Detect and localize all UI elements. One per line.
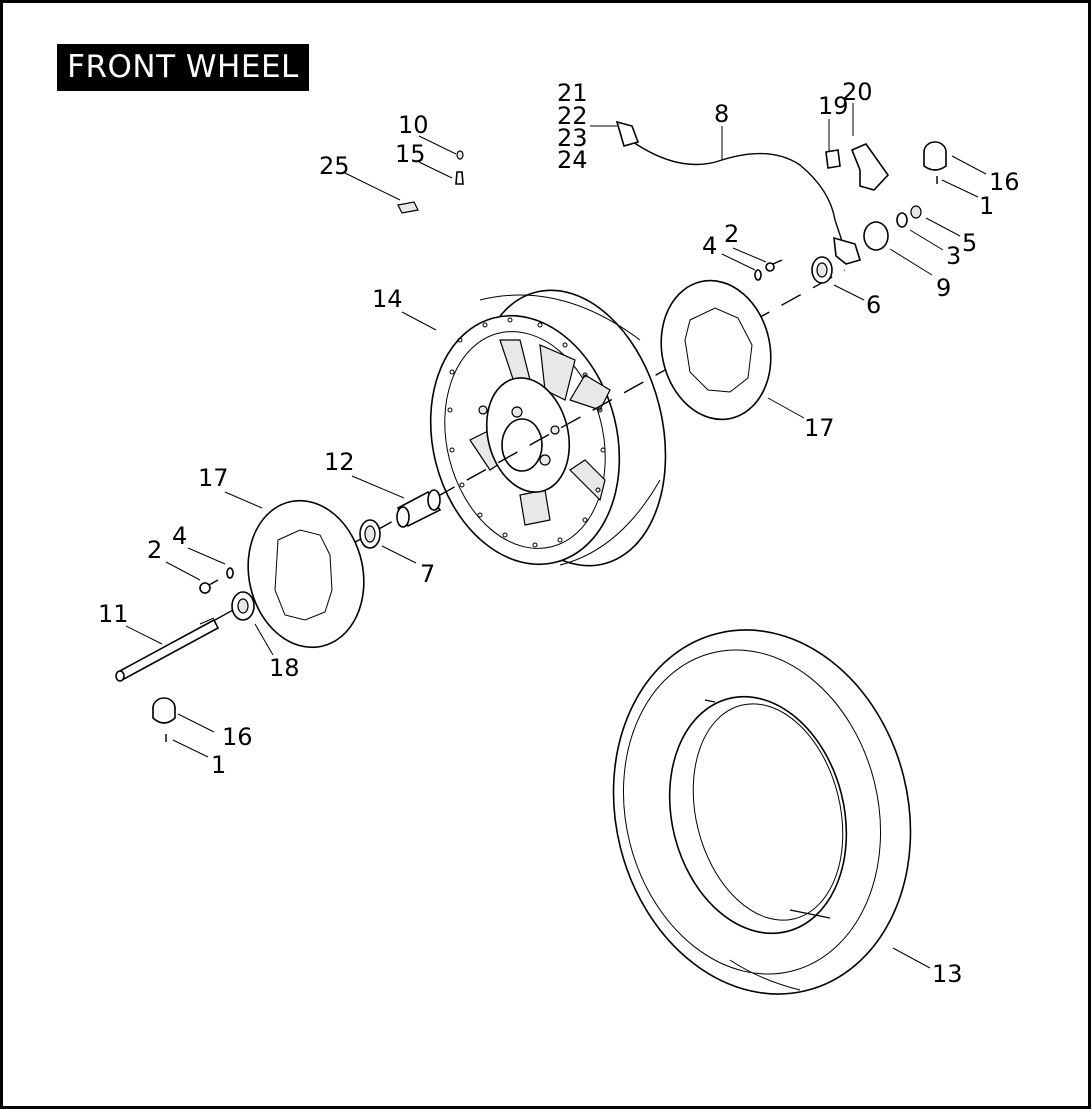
callout-25: 25	[319, 152, 350, 180]
callout-18: 18	[269, 654, 300, 682]
callout-7: 7	[420, 560, 435, 588]
bracket-19	[825, 149, 841, 169]
axle-spacer-washer	[231, 591, 255, 621]
tire	[612, 629, 912, 995]
callout-15: 15	[395, 140, 426, 168]
leader-lines	[125, 103, 987, 969]
disc-bolt-left	[199, 579, 219, 594]
callout-13: 13	[932, 960, 963, 988]
valve-stem	[455, 171, 464, 185]
callout-11: 11	[98, 600, 129, 628]
callout-1-right: 1	[979, 192, 994, 220]
callout-6: 6	[866, 291, 881, 319]
lock-washer-left	[226, 567, 234, 579]
wheel-rim	[429, 289, 667, 567]
callout-numbers: 25 10 15 21 22 23 24 8 19 20 16 1 5 3 9 …	[98, 78, 1020, 988]
callout-17-right: 17	[804, 414, 835, 442]
wheel-weight	[397, 201, 419, 214]
nut-5	[910, 205, 922, 219]
brake-disc-left	[247, 499, 365, 649]
callout-16-right: 16	[989, 168, 1020, 196]
axle-cap-left	[152, 697, 176, 724]
callout-24: 24	[557, 146, 588, 174]
callout-10: 10	[398, 111, 429, 139]
callout-20: 20	[842, 78, 873, 106]
callout-9: 9	[936, 274, 951, 302]
lock-washer-right	[754, 269, 762, 281]
callout-16-left: 16	[222, 723, 253, 751]
front-axle	[115, 617, 220, 682]
callout-1-left: 1	[211, 751, 226, 779]
wheel-bearing-right	[811, 256, 833, 284]
callout-4-left: 4	[172, 522, 187, 550]
callout-21: 21	[557, 79, 588, 107]
callout-8: 8	[714, 100, 729, 128]
callout-22: 22	[557, 102, 588, 130]
callout-2-left: 2	[147, 536, 162, 564]
callout-4-right: 4	[702, 232, 717, 260]
callout-12: 12	[324, 448, 355, 476]
callout-2-right: 2	[724, 220, 739, 248]
callout-14: 14	[372, 285, 403, 313]
callout-5: 5	[962, 229, 977, 257]
speed-sensor-cable	[615, 120, 862, 265]
axle-spacer	[396, 489, 442, 528]
bracket-20	[850, 143, 890, 191]
callout-17-left: 17	[198, 464, 229, 492]
sensor-ring	[863, 221, 889, 251]
brake-disc-right	[660, 279, 772, 421]
exploded-view-drawing: 25 10 15 21 22 23 24 8 19 20 16 1 5 3 9 …	[98, 78, 1020, 995]
callout-3: 3	[946, 242, 961, 270]
wheel-bearing-left	[359, 519, 381, 549]
callout-23: 23	[557, 124, 588, 152]
axle-cap-right	[923, 141, 947, 171]
callout-19: 19	[818, 92, 849, 120]
diagram-title: FRONT WHEEL	[57, 44, 309, 91]
valve-cap	[456, 150, 464, 160]
disc-bolt-right	[765, 259, 783, 272]
washer-3	[896, 212, 908, 228]
